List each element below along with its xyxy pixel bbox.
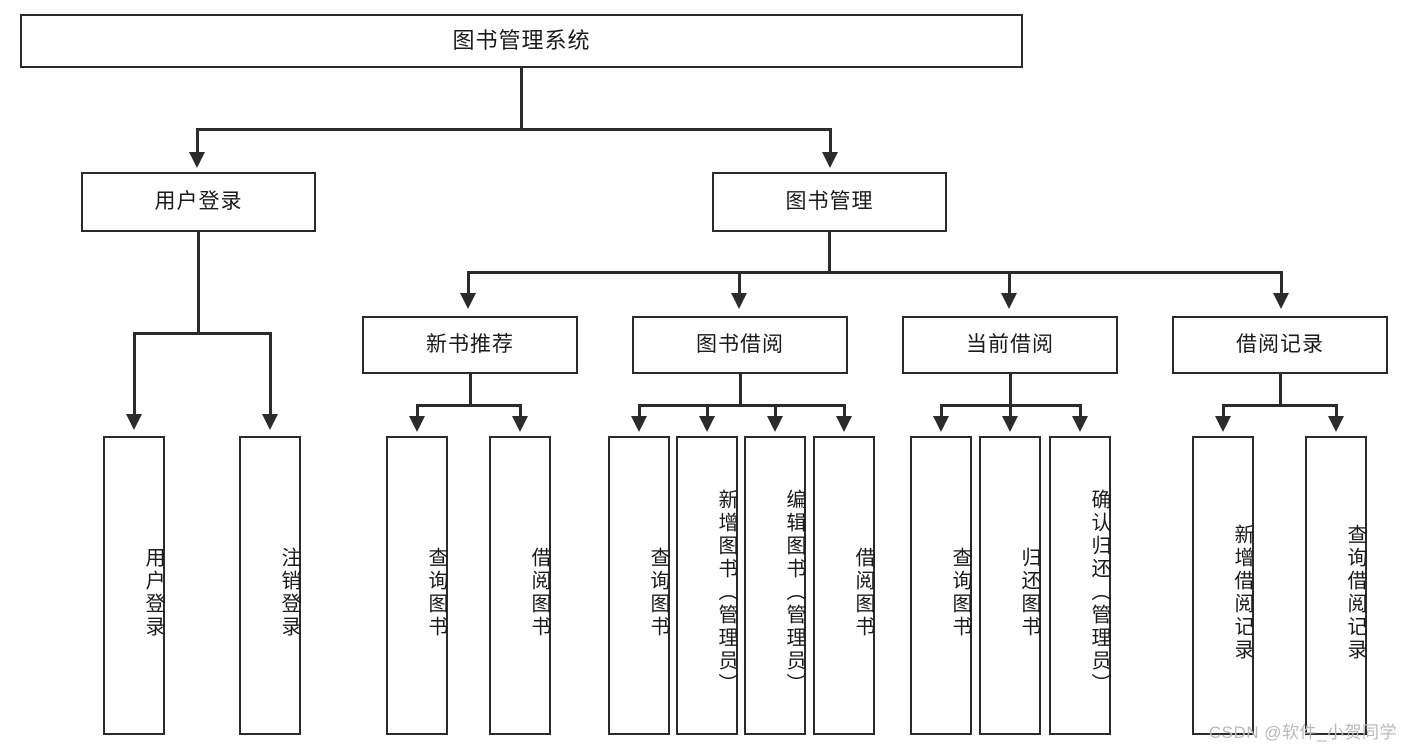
node-label: 新增借阅记录 (1231, 523, 1253, 662)
node-new-book-recommend[interactable]: 新书推荐 (362, 316, 578, 374)
connector-bb-drop-1 (638, 404, 641, 418)
arrowhead-leaf-add-book (699, 416, 715, 432)
connector-nbr-bus (416, 404, 522, 407)
node-label: 查询借阅记录 (1344, 523, 1366, 662)
node-label: 查询图书 (647, 546, 669, 639)
connector-nbr-drop-2 (519, 404, 522, 418)
connector-bm-drop-current-borrow (1008, 271, 1011, 295)
node-leaf-query-book-1[interactable]: 查询图书 (386, 436, 448, 735)
node-book-management[interactable]: 图书管理 (712, 172, 947, 232)
node-leaf-query-record[interactable]: 查询借阅记录 (1305, 436, 1367, 735)
connector-cb-drop-3 (1079, 404, 1082, 418)
connector-bm-drop-borrow-record (1280, 271, 1283, 295)
node-label: 新增图书（管理员） (715, 489, 737, 696)
connector-root-stem (520, 68, 523, 130)
connector-book-management-stem (828, 232, 831, 274)
connector-bb-drop-2 (706, 404, 709, 418)
node-label: 当前借阅 (966, 333, 1054, 357)
connector-bm-drop-new-book (467, 271, 470, 295)
arrowhead-leaf-query-book-1 (409, 416, 425, 432)
arrowhead-leaf-add-record (1215, 416, 1231, 432)
connector-bb-drop-3 (774, 404, 777, 418)
node-label: 借阅记录 (1236, 333, 1324, 357)
connector-bb-stem (739, 374, 742, 406)
arrowhead-leaf-query-record (1328, 416, 1344, 432)
connector-root-to-user-login (196, 128, 199, 154)
connector-bb-drop-4 (843, 404, 846, 418)
connector-nbr-stem (469, 374, 472, 406)
connector-cb-drop-2 (1009, 404, 1012, 418)
connector-root-to-book-management (829, 128, 832, 154)
node-label: 编辑图书（管理员） (783, 489, 805, 696)
node-user-login[interactable]: 用户登录 (81, 172, 316, 232)
connector-cb-stem (1009, 374, 1012, 406)
node-leaf-borrow-book-1[interactable]: 借阅图书 (489, 436, 551, 735)
connector-user-login-bus (133, 332, 272, 335)
node-label: 归还图书 (1018, 546, 1040, 639)
node-label: 查询图书 (425, 546, 447, 639)
arrowhead-leaf-logout-login (262, 414, 278, 430)
node-label: 注销登录 (278, 546, 300, 639)
arrowhead-current-borrow (1001, 293, 1017, 309)
node-leaf-confirm-return[interactable]: 确认归还（管理员） (1049, 436, 1111, 735)
node-leaf-return-book[interactable]: 归还图书 (979, 436, 1041, 735)
arrowhead-leaf-query-book-2 (631, 416, 647, 432)
node-label: 图书借阅 (696, 333, 784, 357)
connector-user-login-drop-1 (133, 332, 136, 416)
arrowhead-book-management (822, 152, 838, 168)
node-leaf-add-record[interactable]: 新增借阅记录 (1192, 436, 1254, 735)
arrowhead-leaf-confirm-return (1072, 416, 1088, 432)
node-label: 图书管理 (785, 190, 874, 214)
connector-br-bus (1222, 404, 1338, 407)
node-leaf-query-book-2[interactable]: 查询图书 (608, 436, 670, 735)
node-leaf-logout-login[interactable]: 注销登录 (239, 436, 301, 735)
arrowhead-leaf-edit-book (767, 416, 783, 432)
node-leaf-edit-book[interactable]: 编辑图书（管理员） (744, 436, 806, 735)
node-label: 用户登录 (154, 190, 243, 214)
connector-user-login-stem (197, 232, 200, 334)
arrowhead-leaf-return-book (1002, 416, 1018, 432)
connector-br-stem (1279, 374, 1282, 406)
node-leaf-user-login[interactable]: 用户登录 (103, 436, 165, 735)
arrowhead-leaf-user-login (126, 414, 142, 430)
connector-br-drop-1 (1222, 404, 1225, 418)
connector-root-bus (196, 128, 832, 131)
connector-bb-bus (638, 404, 846, 407)
node-current-borrow[interactable]: 当前借阅 (902, 316, 1118, 374)
arrowhead-leaf-borrow-book-2 (836, 416, 852, 432)
arrowhead-borrow-record (1273, 293, 1289, 309)
arrowhead-user-login (189, 152, 205, 168)
connector-nbr-drop-1 (416, 404, 419, 418)
node-label: 确认归还（管理员） (1088, 489, 1110, 696)
node-leaf-borrow-book-2[interactable]: 借阅图书 (813, 436, 875, 735)
node-root-book-management-system[interactable]: 图书管理系统 (20, 14, 1023, 68)
arrowhead-new-book-recommend (460, 293, 476, 309)
arrowhead-leaf-borrow-book-1 (512, 416, 528, 432)
node-label: 借阅图书 (528, 546, 550, 639)
node-borrow-record[interactable]: 借阅记录 (1172, 316, 1388, 374)
node-label: 图书管理系统 (452, 27, 591, 53)
node-leaf-add-book[interactable]: 新增图书（管理员） (676, 436, 738, 735)
node-label: 新书推荐 (426, 333, 514, 357)
connector-user-login-drop-2 (269, 332, 272, 416)
arrowhead-leaf-query-book-3 (933, 416, 949, 432)
connector-bm-drop-book-borrow (738, 271, 741, 295)
arrowhead-book-borrow (731, 293, 747, 309)
node-book-borrow[interactable]: 图书借阅 (632, 316, 848, 374)
node-label: 借阅图书 (852, 546, 874, 639)
connector-cb-drop-1 (940, 404, 943, 418)
connector-book-management-bus (467, 271, 1283, 274)
node-label: 查询图书 (949, 546, 971, 639)
node-leaf-query-book-3[interactable]: 查询图书 (910, 436, 972, 735)
node-label: 用户登录 (142, 546, 164, 639)
connector-br-drop-2 (1335, 404, 1338, 418)
